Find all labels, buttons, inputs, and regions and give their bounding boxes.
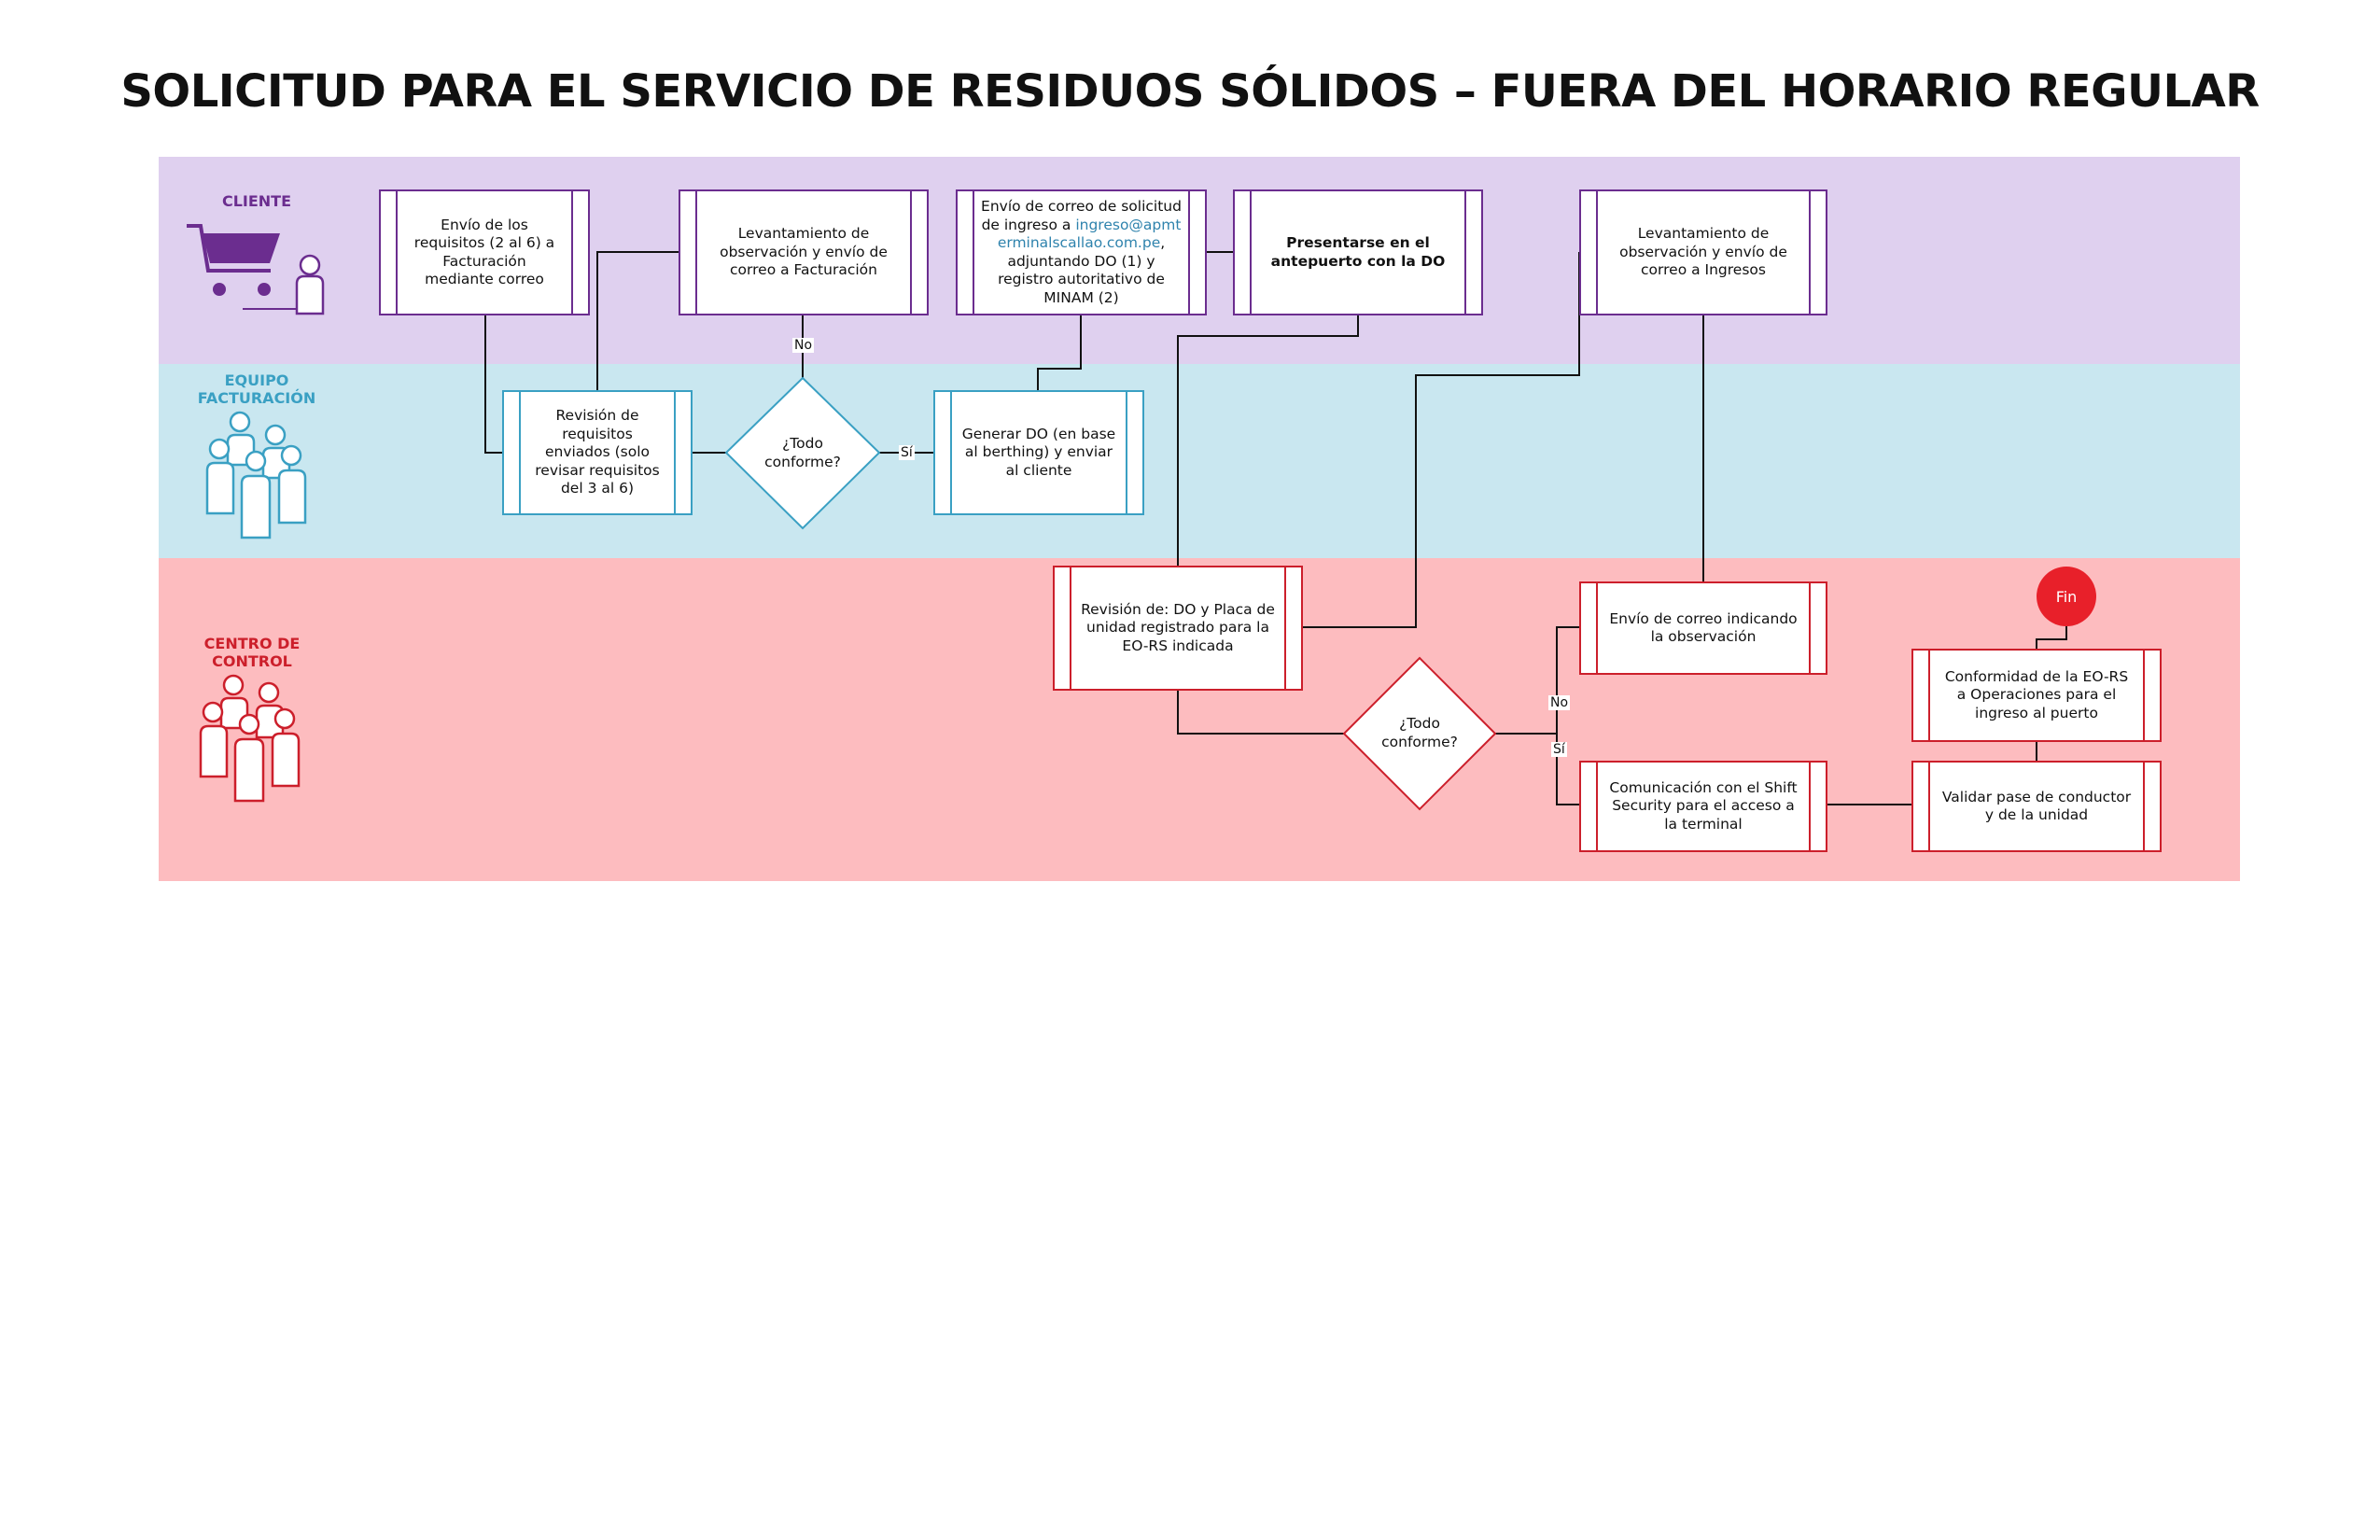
decision-diamond-facturacion — [724, 376, 881, 530]
process-revision-requisitos: Revisión de requisitos enviados (solo re… — [502, 390, 693, 515]
end-terminator: Fin — [2037, 567, 2096, 626]
connector-generar-to-envio — [1037, 315, 1082, 390]
process-conformidad: Conformidad de la EO-RS a Operaciones pa… — [1911, 649, 2162, 742]
edge-label-no: No — [792, 338, 815, 353]
team-people-icon — [199, 674, 301, 803]
lane-label-control: CENTRO DE CONTROL — [203, 635, 301, 670]
process-envio-correo-solicitud: Envío de correo de solicitud de ingreso … — [956, 189, 1207, 315]
team-people-icon — [205, 411, 307, 539]
email-link[interactable]: ingreso@apmterminalscallao.com.pe — [997, 216, 1182, 252]
process-envio-observacion: Envío de correo indicando la observación — [1579, 581, 1827, 675]
connector-presentarse-to-revision-do — [1177, 315, 1359, 567]
process-generar-do: Generar DO (en base al berthing) y envia… — [933, 390, 1144, 515]
process-revision-do: Revisión de: DO y Placa de unidad regist… — [1053, 566, 1303, 691]
connector-decision-control-no — [1495, 626, 1579, 735]
shopping-cart-person-icon — [187, 224, 325, 315]
edge-label-si: Sí — [899, 445, 915, 460]
lane-label-cliente: CLIENTE — [221, 192, 292, 210]
connector-revision-do-to-levantamiento — [1303, 252, 1580, 628]
edge-label-si: Sí — [1551, 742, 1567, 757]
process-levantamiento-ingresos: Levantamiento de observación y envío de … — [1579, 189, 1827, 315]
process-comunicacion-shift: Comunicación con el Shift Security para … — [1579, 761, 1827, 852]
process-validar-pase: Validar pase de conductor y de la unidad — [1911, 761, 2162, 852]
connector-envio-to-revision — [484, 315, 502, 454]
process-levantamiento-facturacion: Levantamiento de observación y envío de … — [679, 189, 929, 315]
decision-text-facturacion: ¿Todo conforme? — [764, 435, 841, 470]
process-envio-requisitos: Envío de los requisitos (2 al 6) a Factu… — [379, 189, 590, 315]
decision-text-control: ¿Todo conforme? — [1381, 715, 1458, 750]
connector-revision-do-to-decision — [1177, 691, 1344, 735]
lane-label-facturacion: EQUIPO FACTURACIÓN — [197, 371, 316, 407]
connector-conformidad-to-fin — [2036, 626, 2067, 649]
envio-correo-text-a: Envío de correo de solicitud de ingreso … — [981, 198, 1182, 233]
connector-decision-control-si — [1556, 734, 1579, 805]
page-title: SOLICITUD PARA EL SERVICIO DE RESIDUOS S… — [120, 65, 2260, 118]
decision-diamond-control — [1342, 656, 1497, 811]
edge-label-no: No — [1548, 695, 1571, 710]
envio-correo-text-b: , adjuntando DO (1) y registro autoritat… — [998, 234, 1166, 306]
process-presentarse-antepuerto: Presentarse en el antepuerto con la DO — [1233, 189, 1483, 315]
connector-revision-to-levantamiento — [596, 251, 679, 390]
